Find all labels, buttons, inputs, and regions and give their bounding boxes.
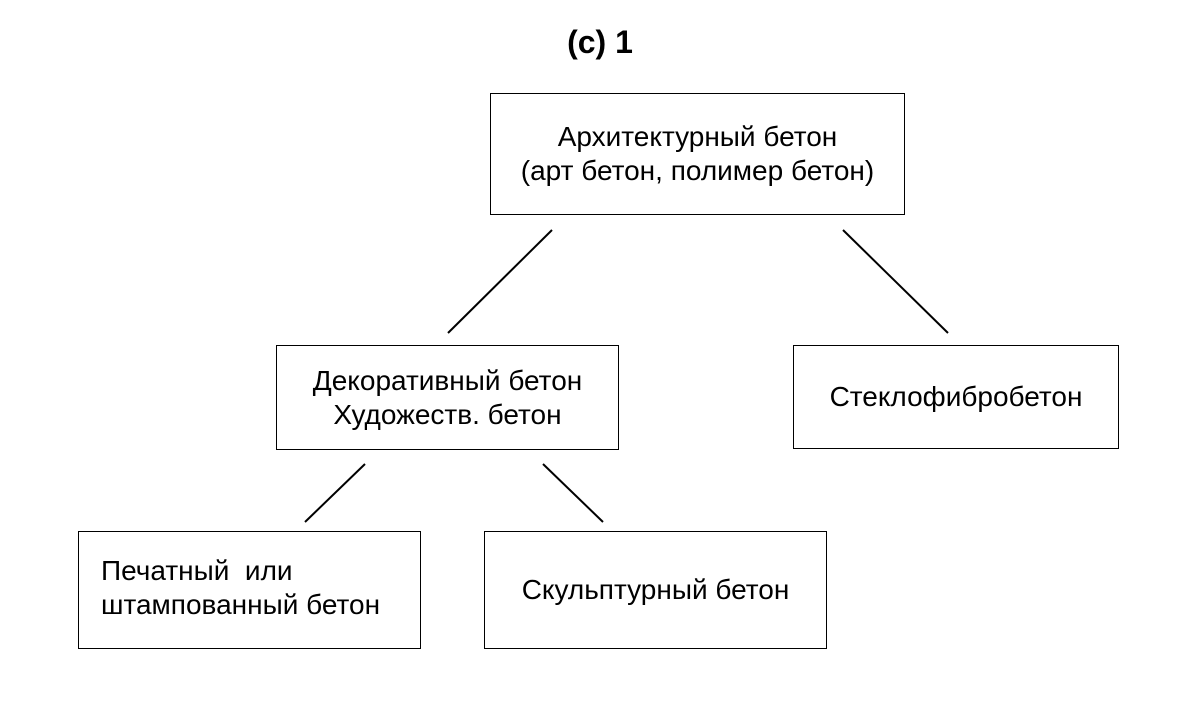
node-label-line: Декоративный бетон: [312, 364, 583, 396]
node-printed-concrete: Печатный или штампованный бетон: [78, 531, 421, 649]
node-label-line: (арт бетон, полимер бетон): [520, 155, 875, 186]
edge-decorative-sculptural: [542, 463, 604, 523]
node-label-line: Скульптурный бетон: [521, 574, 790, 605]
edge-root-decorative: [447, 229, 553, 334]
node-label-line: Печатный или: [101, 555, 293, 586]
node-glass-fiber-concrete: Стеклофибробетон: [793, 345, 1119, 449]
node-architectural-concrete: Архитектурный бетон (арт бетон, полимер …: [490, 93, 905, 215]
edge-decorative-printed: [304, 463, 366, 523]
node-label-line: Художеств. бетон: [333, 398, 562, 430]
node-label-line: штампованный бетон: [101, 589, 381, 620]
node-label-line: Стеклофибробетон: [829, 381, 1083, 412]
edge-root-glass-fiber: [842, 229, 949, 334]
node-label-line: Архитектурный бетон: [557, 121, 838, 152]
node-sculptural-concrete: Скульптурный бетон: [484, 531, 827, 649]
diagram-title: (c) 1: [567, 24, 633, 60]
node-decorative-concrete: Декоративный бетон Художеств. бетон: [276, 345, 619, 450]
